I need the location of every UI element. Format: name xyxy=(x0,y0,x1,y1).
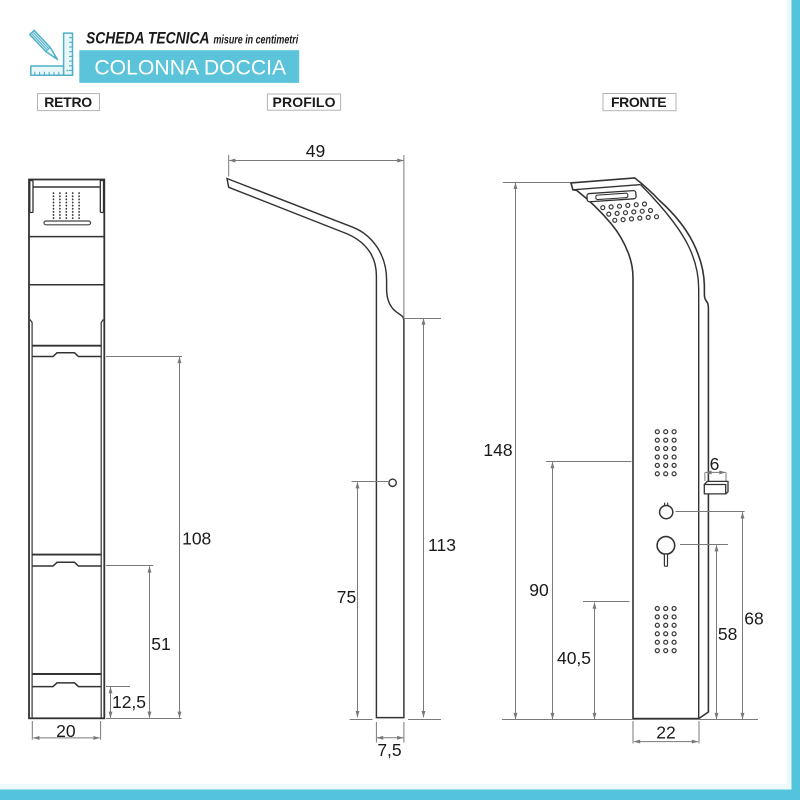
svg-text:58: 58 xyxy=(718,624,737,644)
svg-text:6: 6 xyxy=(710,454,720,474)
svg-text:20: 20 xyxy=(56,721,76,741)
svg-text:12,5: 12,5 xyxy=(112,692,146,712)
svg-text:40,5: 40,5 xyxy=(557,648,591,668)
svg-text:7,5: 7,5 xyxy=(377,740,401,760)
svg-text:RETRO: RETRO xyxy=(44,94,92,110)
svg-text:49: 49 xyxy=(306,141,325,161)
svg-text:113: 113 xyxy=(428,535,456,555)
svg-text:90: 90 xyxy=(529,580,549,600)
svg-text:22: 22 xyxy=(656,723,675,743)
svg-text:148: 148 xyxy=(483,440,512,460)
svg-text:108: 108 xyxy=(182,528,211,548)
svg-text:75: 75 xyxy=(337,587,356,607)
svg-text:PROFILO: PROFILO xyxy=(273,94,336,110)
svg-text:51: 51 xyxy=(151,634,170,654)
svg-text:SCHEDA TECNICA: SCHEDA TECNICA xyxy=(86,29,210,47)
svg-text:FRONTE: FRONTE xyxy=(611,94,667,110)
svg-text:68: 68 xyxy=(744,609,763,629)
svg-text:COLONNA DOCCIA: COLONNA DOCCIA xyxy=(94,55,286,79)
svg-text:misure in centimetri: misure in centimetri xyxy=(214,34,299,46)
